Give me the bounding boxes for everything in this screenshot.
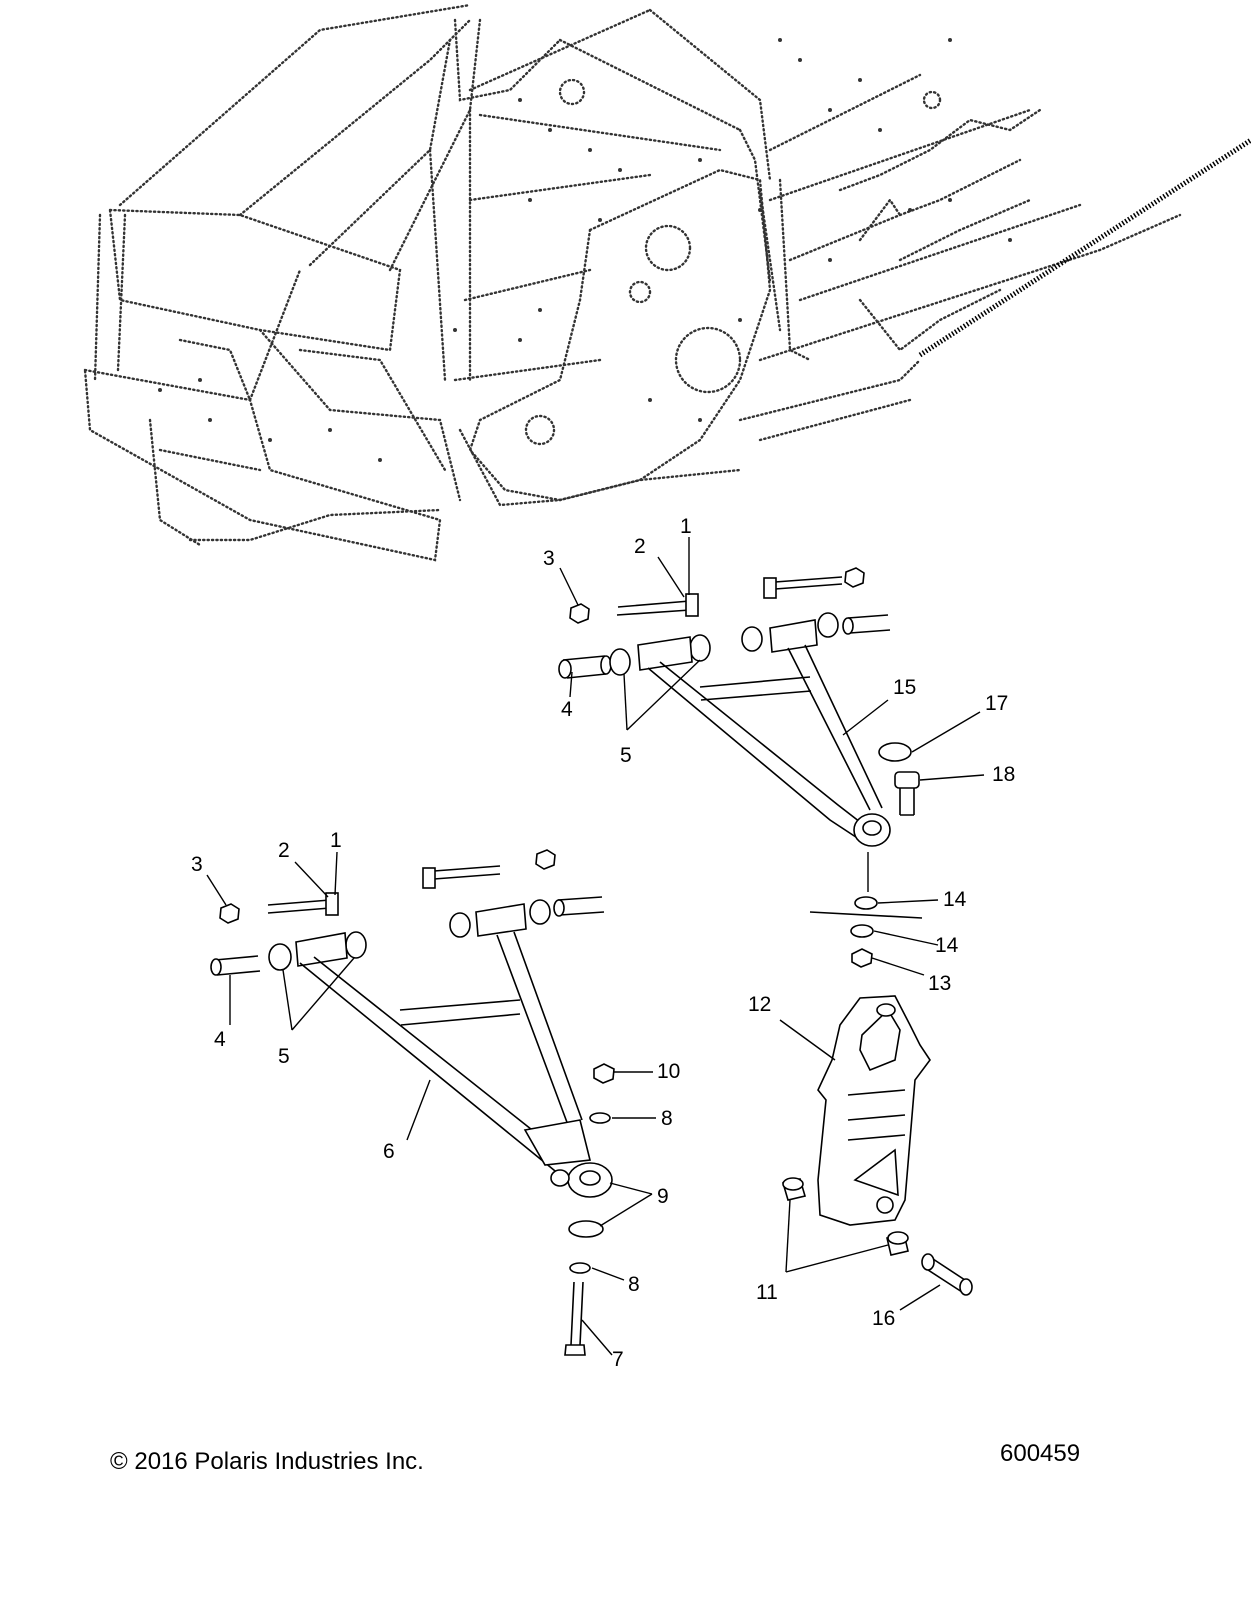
- callout-18: 18: [992, 763, 1015, 786]
- callout-14-upper: 14: [943, 888, 967, 911]
- callout-16: 16: [872, 1307, 895, 1330]
- drawing-number: 600459: [1000, 1440, 1081, 1467]
- callout-5: 5: [620, 744, 632, 767]
- callout-8-lower: 8: [628, 1273, 640, 1296]
- callout-14-lower: 14: [935, 934, 959, 957]
- upper-a-arm-assembly: [558, 567, 923, 968]
- leader-lines: [206, 537, 985, 1356]
- callout-6: 6: [383, 1140, 395, 1163]
- callout-10: 10: [657, 1060, 680, 1083]
- callout-3: 3: [543, 547, 555, 570]
- callout-2-lower: 2: [278, 839, 290, 862]
- callout-8-upper: 8: [661, 1107, 673, 1130]
- copyright-notice: © 2016 Polaris Industries Inc.: [110, 1448, 424, 1475]
- coil-spring: [918, 137, 1251, 358]
- callout-5-lower: 5: [278, 1045, 290, 1068]
- callout-4-lower: 4: [214, 1028, 226, 1051]
- callout-13: 13: [928, 972, 951, 995]
- callout-3-lower: 3: [191, 853, 203, 876]
- callout-1-lower: 1: [330, 829, 342, 852]
- callout-9: 9: [657, 1185, 669, 1208]
- callout-12: 12: [748, 993, 771, 1016]
- callout-1: 1: [680, 515, 692, 538]
- frame-rivets: [158, 38, 1012, 462]
- callout-11: 11: [756, 1281, 778, 1304]
- chassis-frame: [83, 3, 1251, 562]
- callout-15: 15: [893, 676, 916, 699]
- spindle-assembly: [781, 995, 973, 1296]
- lower-a-arm-assembly: [210, 849, 615, 1356]
- callout-labels: 1 2 3 4 5 15 17 18 14 14 13 12 1 2 3 4 5…: [191, 515, 1015, 1371]
- callout-2: 2: [634, 535, 646, 558]
- callout-17: 17: [985, 692, 1008, 715]
- callout-7: 7: [612, 1348, 624, 1371]
- callout-4: 4: [561, 698, 573, 721]
